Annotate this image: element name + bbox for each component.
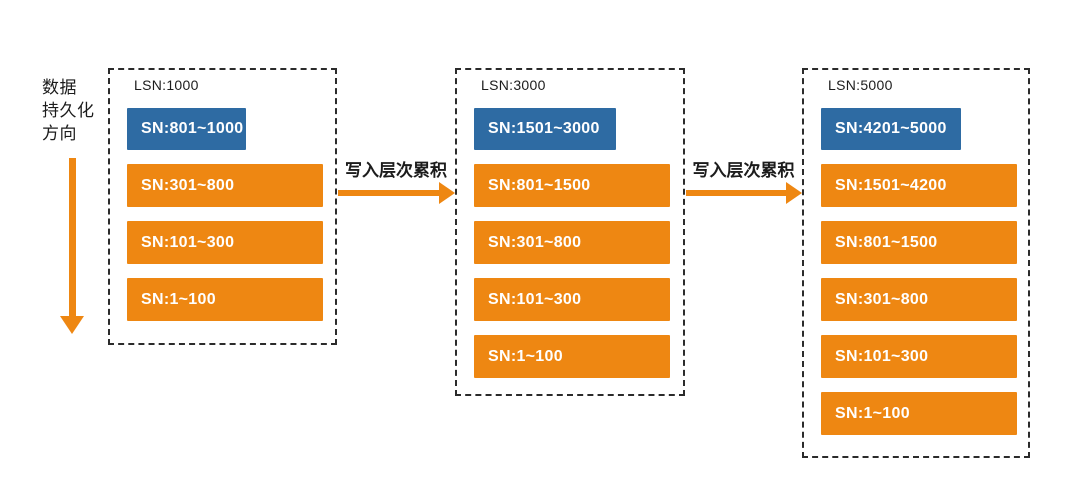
sn-bar-stack: SN:1501~3000 SN:801~1500 SN:301~800 SN:1… xyxy=(474,108,670,378)
down-arrow-shaft xyxy=(69,158,76,318)
down-arrow-icon xyxy=(58,158,88,338)
flow-arrow-label: 写入层次累积 xyxy=(692,161,795,180)
sn-bar: SN:101~300 xyxy=(127,221,323,264)
flow-arrow-2: 写入层次累积 xyxy=(685,156,802,206)
sn-bar: SN:301~800 xyxy=(821,278,1017,321)
lsn-label: LSN:5000 xyxy=(828,77,893,93)
sn-bar: SN:1501~4200 xyxy=(821,164,1017,207)
log-stack-card-lsn1000: LSN:1000 SN:801~1000 SN:301~800 SN:101~3… xyxy=(108,68,337,345)
right-arrow-shaft xyxy=(686,190,787,196)
flow-arrow-label: 写入层次累积 xyxy=(345,161,447,180)
persistence-direction-label: 数据 持久化 方向 xyxy=(42,78,95,143)
sn-bar: SN:801~1500 xyxy=(474,164,670,207)
sn-bar: SN:101~300 xyxy=(821,335,1017,378)
sn-bar-stack: SN:4201~5000 SN:1501~4200 SN:801~1500 SN… xyxy=(821,108,1017,435)
right-arrow-head xyxy=(786,182,802,204)
flow-arrow-1: 写入层次累积 xyxy=(337,156,455,206)
sn-bar: SN:1~100 xyxy=(474,335,670,378)
sn-bar: SN:801~1500 xyxy=(821,221,1017,264)
sn-bar: SN:1~100 xyxy=(127,278,323,321)
down-arrow-head xyxy=(60,316,84,334)
lsn-label: LSN:3000 xyxy=(481,77,546,93)
log-stack-card-lsn3000: LSN:3000 SN:1501~3000 SN:801~1500 SN:301… xyxy=(455,68,685,396)
sn-bar: SN:301~800 xyxy=(127,164,323,207)
sn-bar: SN:101~300 xyxy=(474,278,670,321)
sn-bar: SN:301~800 xyxy=(474,221,670,264)
right-arrow-head xyxy=(439,182,455,204)
sn-bar: SN:1~100 xyxy=(821,392,1017,435)
sn-bar-stack: SN:801~1000 SN:301~800 SN:101~300 SN:1~1… xyxy=(127,108,323,321)
sn-bar-latest: SN:801~1000 xyxy=(127,108,246,150)
log-stack-card-lsn5000: LSN:5000 SN:4201~5000 SN:1501~4200 SN:80… xyxy=(802,68,1030,458)
lsn-label: LSN:1000 xyxy=(134,77,199,93)
right-arrow-shaft xyxy=(338,190,440,196)
sn-bar-latest: SN:1501~3000 xyxy=(474,108,616,150)
sn-bar-latest: SN:4201~5000 xyxy=(821,108,961,150)
